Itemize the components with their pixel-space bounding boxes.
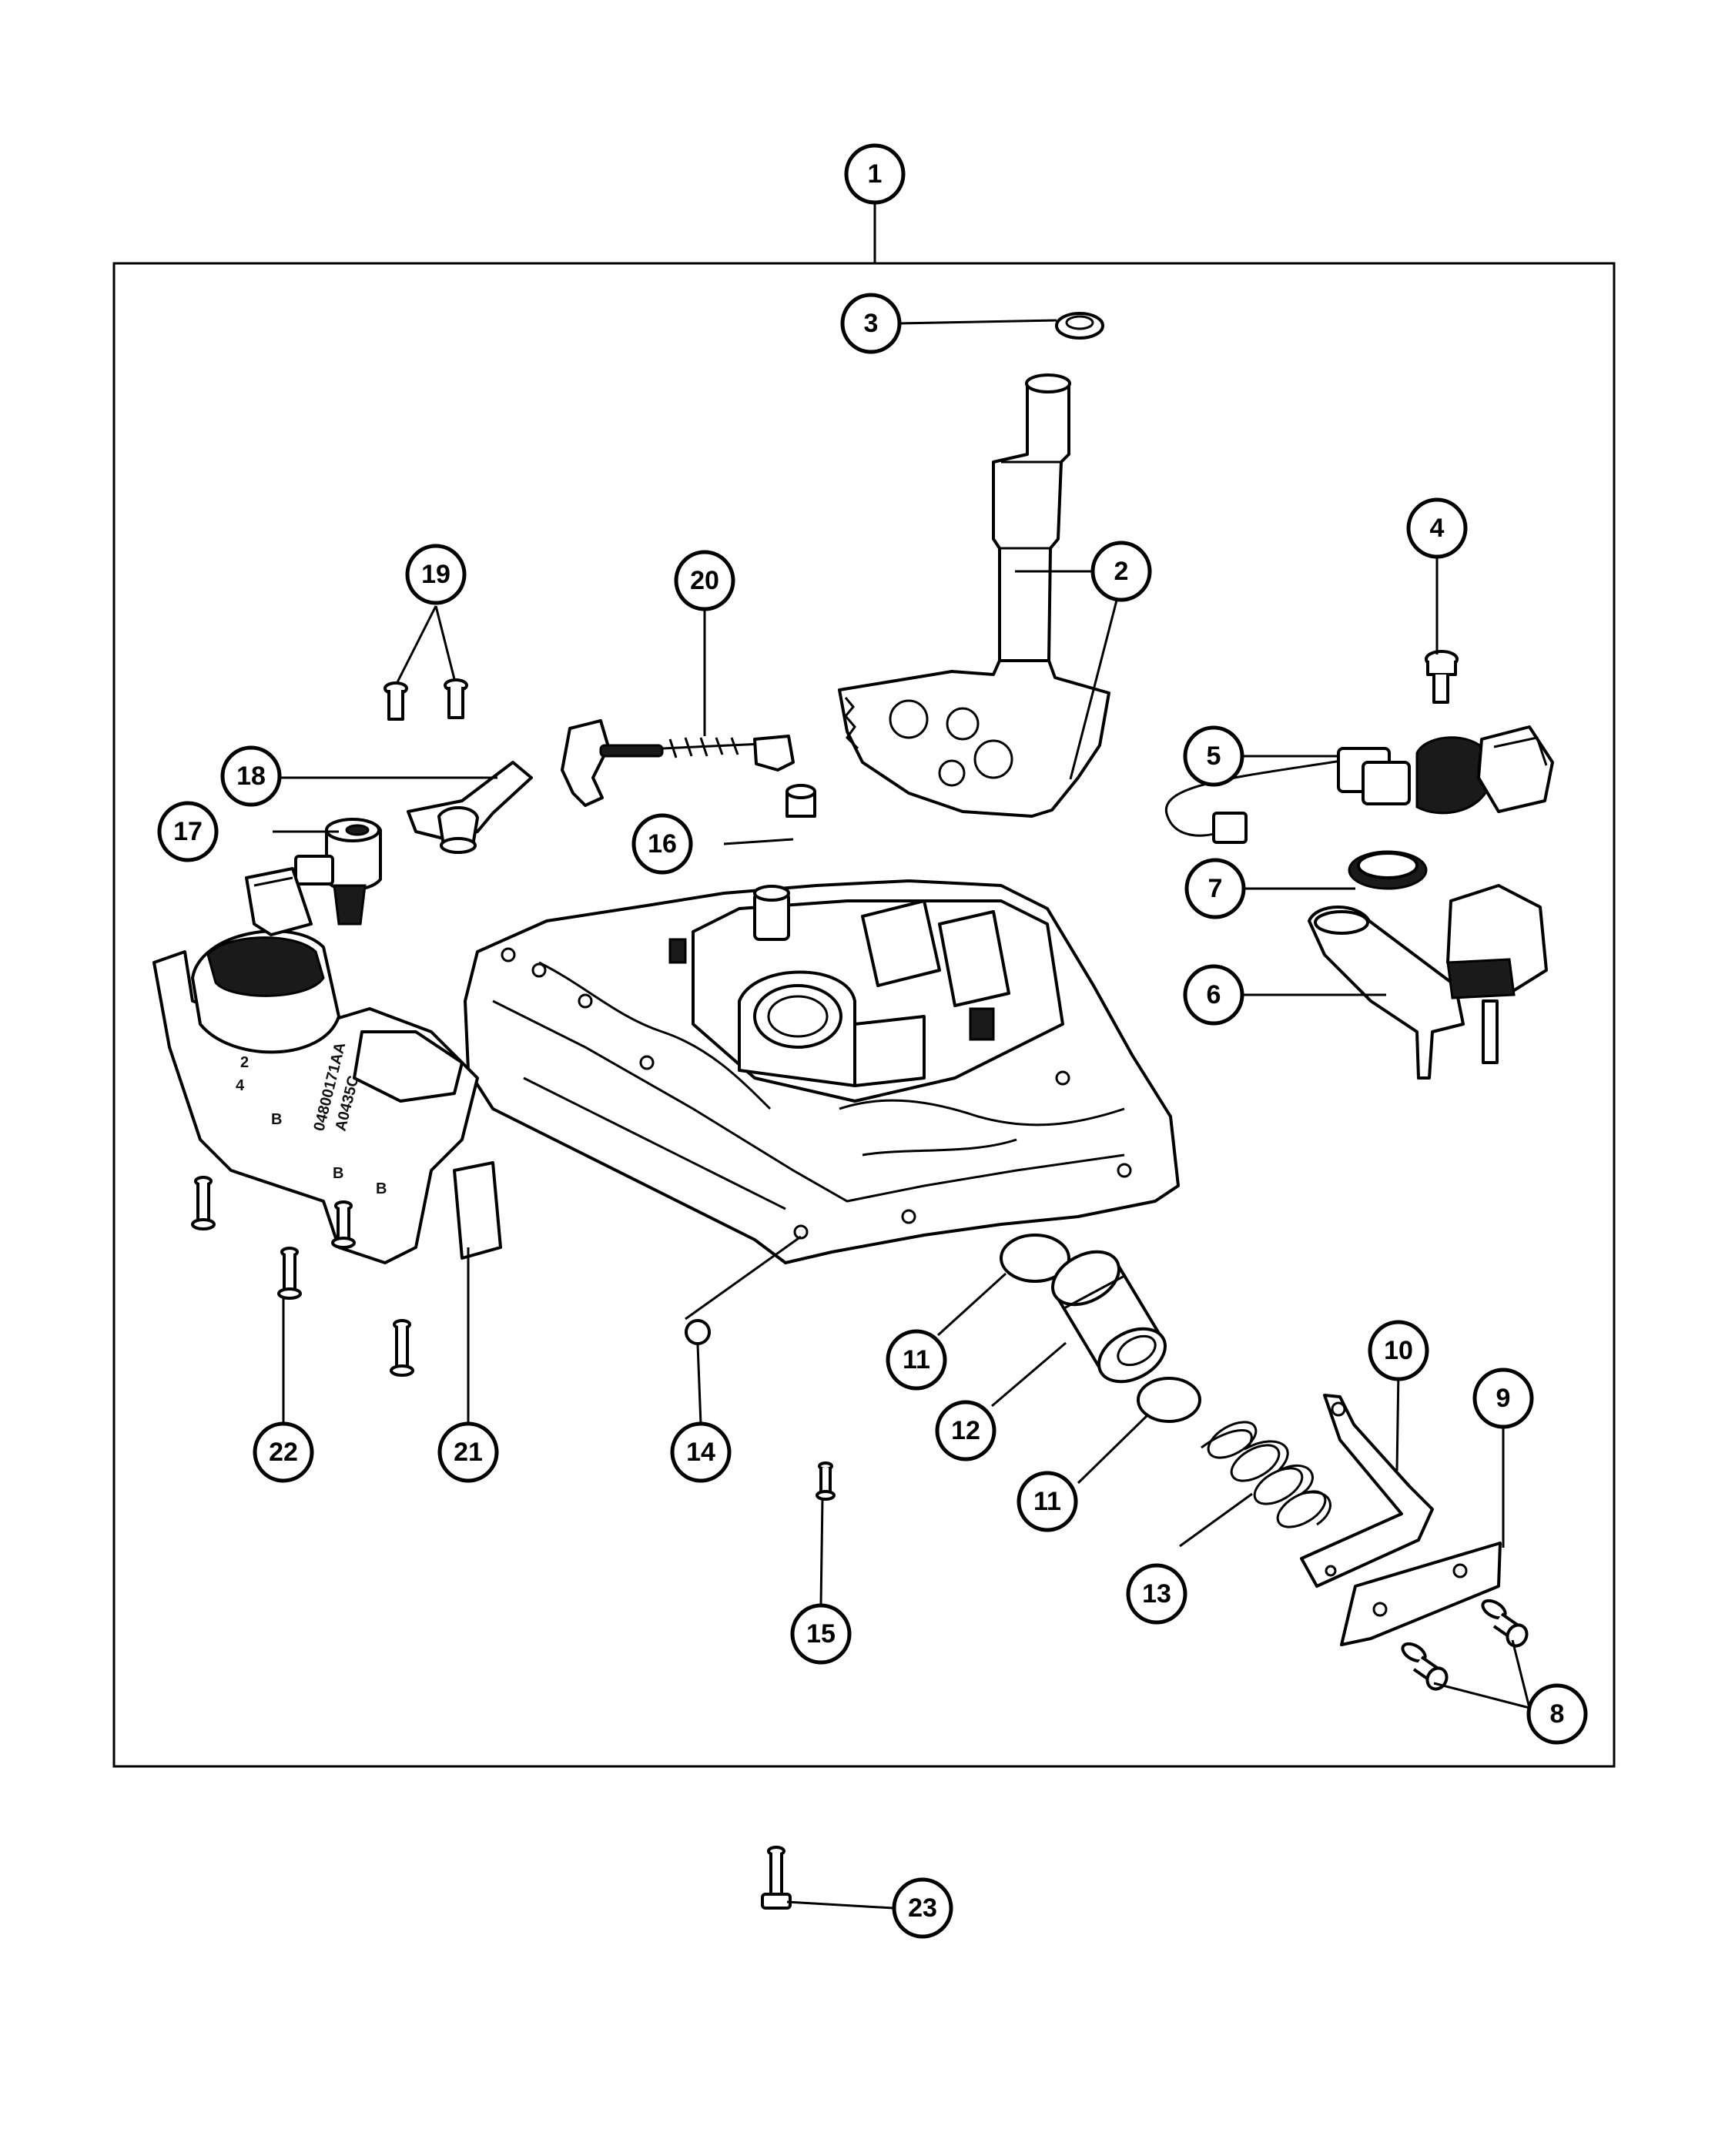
svg-text:20: 20 [690, 566, 719, 595]
svg-text:10: 10 [1384, 1336, 1413, 1365]
letter-b1-stamp: B [271, 1111, 282, 1128]
spring-13-part [1201, 1421, 1331, 1528]
svg-text:13: 13 [1142, 1579, 1171, 1609]
bolt-8-upper-part [1481, 1599, 1529, 1648]
callout-18: 18 [220, 745, 282, 807]
valve-body-part [464, 879, 1180, 1264]
sensor-bracket-part [1308, 884, 1548, 1080]
seal-ring-part [1055, 312, 1104, 340]
callout-23: 23 [892, 1877, 953, 1939]
callout-21: 21 [437, 1421, 499, 1483]
callout-11-lower: 11 [1017, 1471, 1078, 1532]
sensor-harness-part [1164, 725, 1554, 844]
bolt-22-d-part [390, 1319, 414, 1377]
svg-text:18: 18 [236, 762, 266, 791]
bracket-10-part [1300, 1394, 1434, 1588]
piston-12-part [1051, 1250, 1167, 1384]
svg-text:21: 21 [454, 1438, 483, 1467]
callout-17: 17 [157, 801, 219, 862]
solenoid-pack-part: 04800171AA A0435C 2 4 B B B [152, 867, 502, 1264]
bolt-19-right-part [444, 678, 468, 719]
svg-text:22: 22 [269, 1438, 298, 1467]
svg-text:17: 17 [173, 817, 203, 846]
callout-13: 13 [1126, 1563, 1187, 1625]
svg-text:1: 1 [868, 159, 883, 189]
leader-lines [273, 203, 1531, 1910]
svg-text:6: 6 [1207, 980, 1221, 1009]
svg-text:9: 9 [1496, 1384, 1511, 1413]
svg-text:8: 8 [1550, 1699, 1565, 1729]
callout-6: 6 [1183, 964, 1244, 1026]
callout-11-upper: 11 [886, 1329, 947, 1391]
callout-19: 19 [405, 544, 467, 605]
pin-15-part [816, 1461, 836, 1501]
o-ring-7-part [1348, 850, 1428, 890]
svg-text:3: 3 [864, 309, 879, 338]
callout-5: 5 [1183, 725, 1244, 787]
svg-text:4: 4 [1430, 514, 1445, 543]
svg-text:12: 12 [951, 1416, 980, 1445]
svg-text:5: 5 [1207, 742, 1221, 771]
solenoid-rod-part [561, 719, 795, 807]
bolt-8-lower-part [1401, 1642, 1449, 1691]
letter-b2-stamp: B [333, 1165, 343, 1182]
bolt-19-left-part [384, 681, 408, 721]
screw-4-part [1425, 650, 1459, 704]
callout-4: 4 [1406, 497, 1468, 559]
solenoid-17-part [294, 818, 382, 926]
o-ring-11-lower-part [1137, 1377, 1201, 1423]
callout-8: 8 [1526, 1683, 1588, 1745]
digit-2-stamp: 2 [240, 1054, 249, 1071]
svg-text:16: 16 [648, 829, 677, 859]
callout-9: 9 [1472, 1368, 1534, 1429]
callout-14: 14 [670, 1421, 732, 1483]
callout-7: 7 [1184, 858, 1246, 919]
svg-text:2: 2 [1114, 557, 1129, 586]
digit-4-stamp: 4 [236, 1077, 245, 1094]
check-ball-part [685, 1319, 711, 1345]
svg-text:14: 14 [686, 1438, 715, 1467]
bolt-22-a-part [191, 1176, 216, 1230]
callout-1: 1 [844, 143, 906, 205]
o-ring-11-upper-part [1000, 1234, 1070, 1283]
callout-15: 15 [790, 1603, 852, 1665]
manual-shaft-part [838, 373, 1110, 818]
assembly-border [112, 262, 1616, 1768]
svg-text:23: 23 [908, 1893, 937, 1923]
svg-text:11: 11 [1033, 1487, 1061, 1516]
svg-text:11: 11 [903, 1345, 930, 1374]
svg-text:7: 7 [1208, 874, 1223, 903]
callout-20: 20 [674, 550, 735, 611]
bolt-22-b-part [331, 1200, 356, 1249]
plate-9-part [1340, 1542, 1502, 1646]
callout-3: 3 [840, 293, 902, 354]
svg-text:15: 15 [806, 1619, 836, 1649]
callout-16: 16 [631, 813, 693, 875]
lever-18-part [407, 761, 533, 854]
svg-text:19: 19 [421, 560, 451, 589]
bolt-22-c-part [277, 1247, 302, 1300]
callout-2: 2 [1090, 541, 1152, 602]
callout-10: 10 [1368, 1320, 1429, 1381]
callout-12: 12 [935, 1400, 996, 1461]
plug-16-part [785, 784, 816, 818]
callout-22: 22 [253, 1421, 314, 1483]
bolt-23-part [761, 1846, 792, 1910]
letter-b3-stamp: B [376, 1180, 387, 1197]
